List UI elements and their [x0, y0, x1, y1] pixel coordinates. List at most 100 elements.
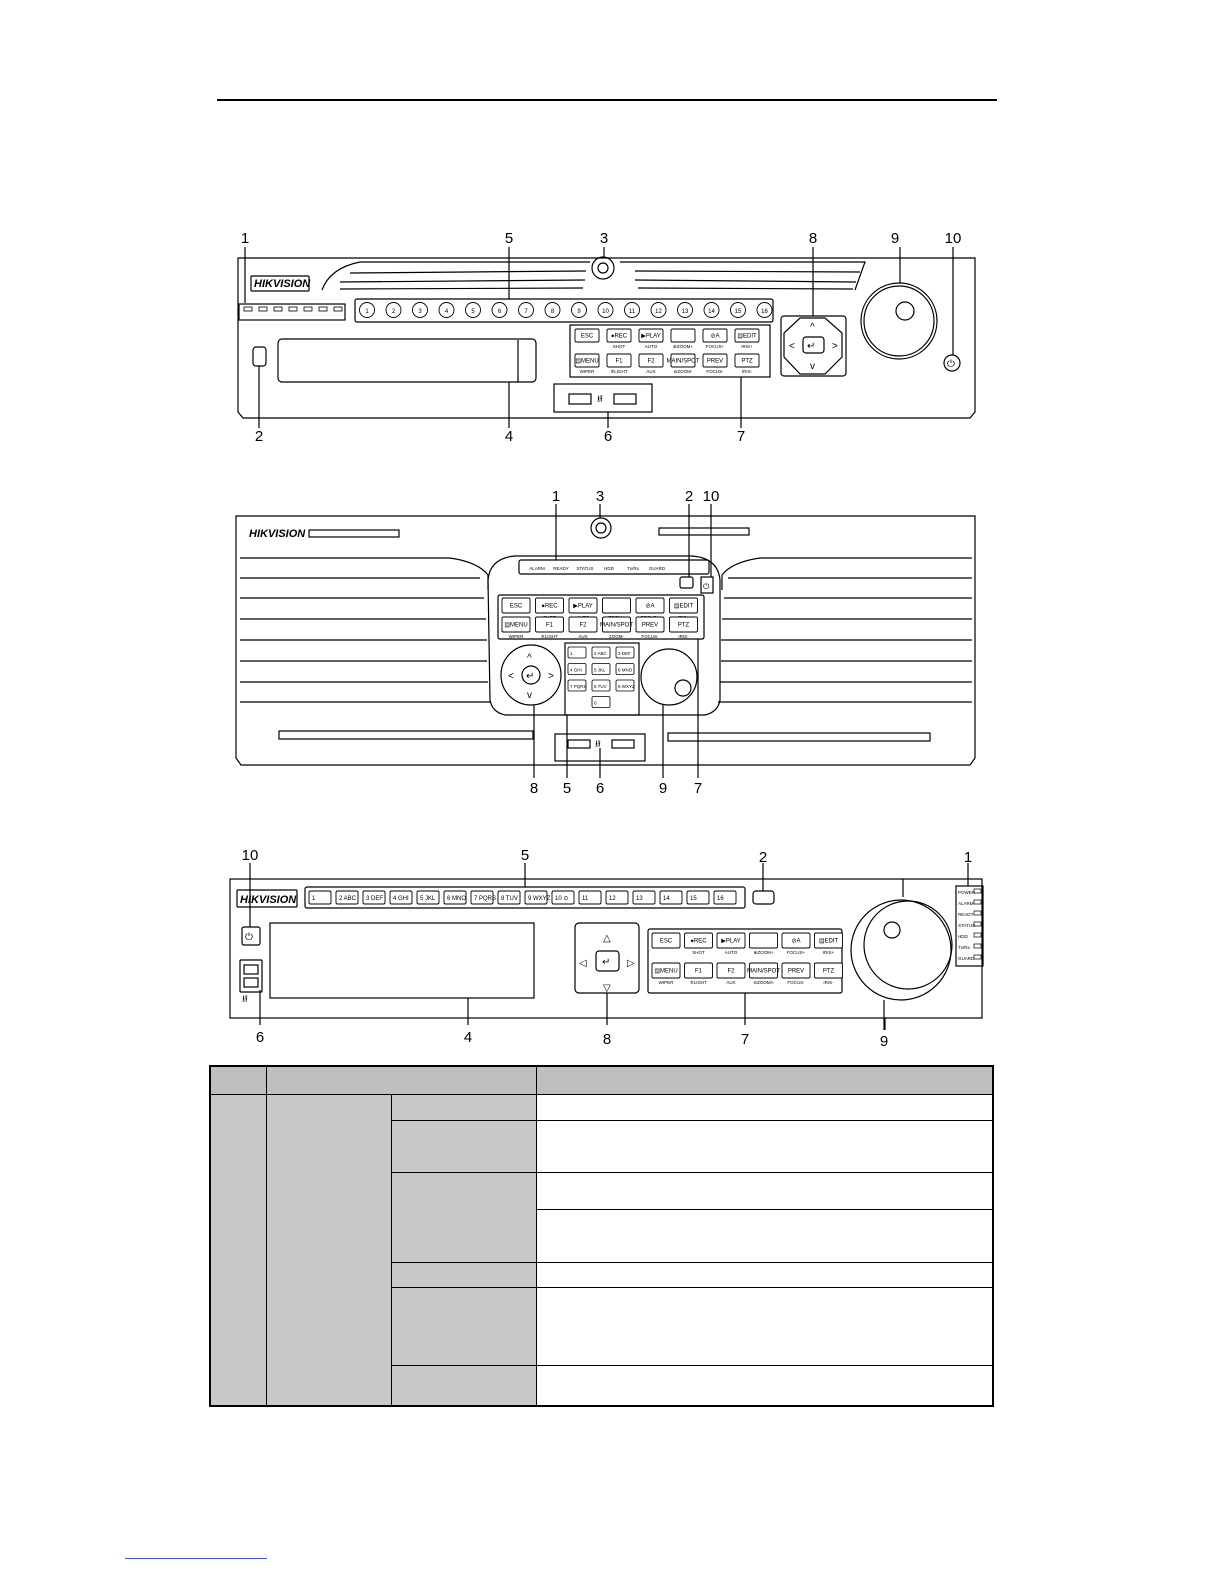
fig2-numpad-key[interactable]: 9 WXYZ	[615, 679, 635, 692]
footer-link-underline[interactable]	[125, 1558, 267, 1559]
fig3-channel-button[interactable]: 9 WXYZ	[524, 890, 551, 905]
fig1-channel-button[interactable]: 13	[677, 302, 693, 318]
fig3-key[interactable]: ESC	[651, 932, 681, 949]
fig3-channel-button[interactable]: 3 DEF	[362, 890, 386, 905]
fig1-channel-label: 14	[708, 309, 715, 315]
fig1-key[interactable]: MAIN/SPOT⊖ZOOM-	[666, 353, 700, 374]
fig1-channel-button[interactable]: 8	[544, 302, 561, 318]
fig2-numpad-key[interactable]: 8 TUV	[591, 679, 611, 692]
fig2-enter-icon[interactable]: ↵	[526, 671, 534, 682]
fig3-channel-label: 6 MNO	[447, 896, 466, 902]
fig1-arrow-left-icon[interactable]: <	[789, 341, 795, 352]
fig1-channel-button[interactable]: 6	[491, 302, 508, 318]
fig1-channel-button[interactable]: 9	[571, 302, 587, 318]
fig1-key[interactable]: ESC	[574, 328, 600, 343]
fig3-arrow-left-icon[interactable]: ◁	[579, 958, 587, 969]
fig1-channel-button[interactable]: 10	[597, 302, 614, 318]
fig2-numpad-key[interactable]: 0	[591, 696, 611, 708]
fig2-numpad-key[interactable]: 5 JKL	[591, 663, 611, 675]
fig2-numpad-key[interactable]: 7 PQRS	[567, 679, 587, 692]
fig1-arrow-down-icon[interactable]: v	[810, 361, 815, 372]
fig3-channel-button[interactable]: 16	[713, 890, 737, 905]
fig3-channel-button[interactable]: 1	[308, 890, 332, 905]
fig1-key[interactable]: ⊕ZOOM+	[670, 328, 696, 349]
fig3-channel-button[interactable]: 2 ABC	[335, 890, 359, 905]
fig1-channel-button[interactable]: 11	[624, 302, 640, 318]
fig2-numpad-key[interactable]: 3 DEF	[615, 646, 635, 659]
fig2-numpad-key[interactable]: 4 GHI	[567, 663, 587, 675]
fig1-channel-button[interactable]: 16	[756, 302, 773, 318]
fig3-key[interactable]: MAIN/SPOT⊖ZOOMA	[747, 962, 780, 985]
fig3-channel-button[interactable]: 13	[632, 890, 656, 905]
fig3-arrow-up-icon[interactable]: △	[603, 933, 611, 944]
fig3-arrow-down-icon[interactable]: ▽	[603, 983, 611, 994]
fig1-channel-button[interactable]: 2	[385, 302, 402, 318]
fig3-channel-button[interactable]: 10 ⊙	[551, 890, 575, 905]
fig3-power-icon[interactable]: ⏻	[245, 932, 253, 943]
fig1-arrow-right-icon[interactable]: >	[832, 341, 838, 352]
fig1-enter-icon[interactable]: ↵	[807, 341, 815, 352]
fig3-key[interactable]: ⊕ZOOM+	[749, 932, 778, 955]
fig2-power-icon[interactable]: ⏻	[703, 582, 710, 591]
fig3-key[interactable]: F1✲LIGHT	[684, 962, 713, 985]
fig2-arrow-left-icon[interactable]: <	[508, 671, 514, 682]
fig2-numpad-key[interactable]: 1	[567, 646, 587, 659]
fig3-channel-button[interactable]: 14	[659, 890, 683, 905]
fig3-channel-button[interactable]: 4 GHI	[389, 890, 413, 905]
fig1-channel-button[interactable]: 14	[703, 302, 720, 318]
fig3-channel-button[interactable]: 15	[686, 890, 710, 905]
fig2-arrow-right-icon[interactable]: >	[548, 671, 554, 682]
fig1-channel-button[interactable]: 5	[465, 302, 481, 318]
fig3-channel-button[interactable]: 11	[578, 890, 602, 905]
fig3-channel-button[interactable]: 5 JKL	[416, 890, 440, 905]
fig2-key-label: PREV	[642, 623, 658, 629]
fig1-arrow-up-icon[interactable]: ^	[810, 322, 815, 333]
fig1-channel-button[interactable]: 4	[438, 302, 455, 318]
fig2-key[interactable]: ESC	[501, 597, 531, 614]
fig2-arrow-up-icon[interactable]: ^	[527, 653, 532, 664]
fig2-key[interactable]: F1✲LIGHT	[535, 616, 564, 639]
fig3-callout-8: 8	[603, 1031, 611, 1048]
fig1-channel-button[interactable]: 3	[412, 302, 428, 318]
fig1-channel-button[interactable]: 1	[359, 302, 375, 318]
fig1-channel-label: 10	[602, 309, 609, 315]
fig3-channel-button[interactable]: 8 TUV	[497, 890, 521, 905]
fig2-callout-2: 2	[685, 488, 693, 505]
fig2-numpad-key[interactable]: 2 ABC	[591, 646, 611, 659]
fig1-channel-button[interactable]: 15	[730, 302, 746, 318]
fig1-channel-button[interactable]: 12	[650, 302, 667, 318]
fig3-enter-icon[interactable]: ↵	[602, 957, 610, 968]
fig1-power-icon[interactable]: ⏻	[947, 359, 955, 370]
fig3-arrow-right-icon[interactable]: ▷	[627, 958, 635, 969]
fig3-channel-button[interactable]: 6 MNO	[443, 890, 467, 905]
fig2-numpad-label: 0	[594, 701, 597, 706]
fig1-key[interactable]: F1✲LIGHT	[606, 353, 632, 374]
fig3-channel-button[interactable]: 12	[605, 890, 629, 905]
fig3-channel-button[interactable]: 7 PQRS	[470, 890, 496, 905]
fig2-numpad-key[interactable]: 6 MNO	[615, 663, 635, 675]
fig1-channel-button[interactable]: 7	[518, 302, 534, 318]
fig2-arrow-down-icon[interactable]: v	[527, 690, 532, 701]
fig1-key-sublabel: WIPER	[580, 369, 596, 374]
